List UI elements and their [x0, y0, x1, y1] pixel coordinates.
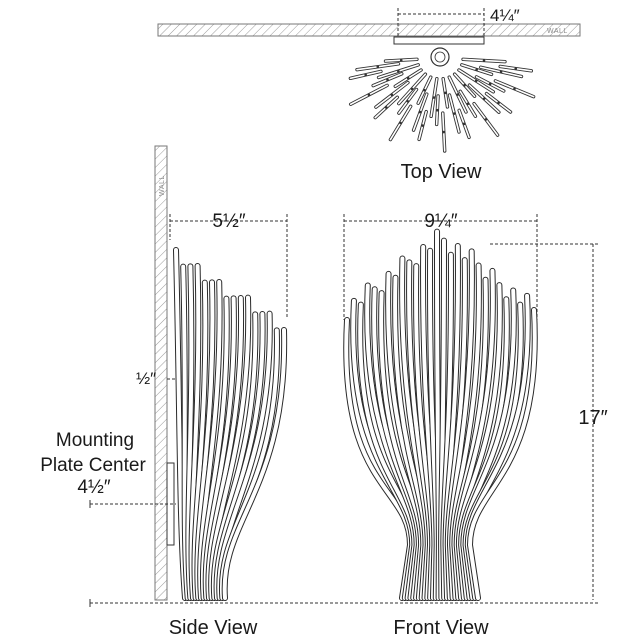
top-rod-joint	[514, 67, 518, 70]
top-rod-joint	[456, 93, 459, 96]
top-wall-label: WALL	[547, 28, 568, 35]
top-rod-joint	[376, 65, 380, 69]
mounting-label-line1: Mounting	[56, 430, 134, 451]
mounting-value: 4½″	[77, 477, 110, 498]
side-view: WALL 5½″ ½″ Mounting Plate Center 4½″ Si…	[40, 145, 288, 639]
top-rod-joint	[513, 87, 516, 91]
top-rod-joint	[436, 108, 439, 112]
top-rod-joint	[390, 93, 394, 97]
top-rod-joint	[463, 83, 466, 87]
top-rod-joint	[397, 69, 400, 73]
top-rod-joint	[432, 96, 436, 99]
top-rod-joint	[462, 122, 466, 126]
top-wall	[157, 23, 581, 37]
top-depth-label: 4¼″	[490, 6, 520, 25]
top-rod-joint	[423, 88, 426, 92]
side-depth-label: 5½″	[212, 211, 245, 232]
top-rod-joint	[484, 118, 488, 121]
top-rod-joint	[482, 97, 486, 100]
front-view-title: Front View	[393, 617, 489, 639]
top-rod-burst	[348, 57, 536, 153]
front-rod-core	[467, 308, 537, 600]
side-rod-bundle	[173, 247, 288, 601]
top-rod-joint	[406, 76, 410, 80]
top-mounting-plate	[393, 36, 485, 45]
top-rod-joint	[421, 124, 424, 127]
front-width-label: 9¼″	[424, 211, 457, 232]
top-rod-joint	[475, 68, 478, 71]
top-rod-joint	[488, 82, 492, 86]
top-rod-joint	[499, 70, 503, 74]
top-view: WALL 4¼″ Top View	[157, 6, 581, 183]
front-view: 9¼″ 17″ Front View	[89, 211, 608, 639]
top-view-title: Top View	[401, 161, 482, 183]
top-rod-joint	[452, 112, 456, 115]
top-rod-joint	[399, 58, 403, 62]
height-label: 17″	[578, 407, 607, 429]
top-rod-joint	[364, 73, 367, 77]
top-rod-joint	[386, 78, 389, 82]
side-view-title: Side View	[169, 617, 258, 639]
front-rod-bundle	[343, 228, 538, 601]
top-rod-joint	[418, 110, 422, 114]
side-rod-core	[222, 328, 287, 600]
top-rod-joint	[497, 101, 500, 105]
top-rod-joint	[367, 93, 371, 97]
top-rod-joint	[482, 59, 486, 62]
side-wall-label: WALL	[159, 175, 166, 196]
top-rod-joint	[384, 106, 388, 109]
top-rod-joint	[406, 99, 409, 103]
half-inch-label: ½″	[136, 369, 156, 388]
top-rod-joint	[410, 87, 414, 91]
top-rod-joint	[474, 79, 478, 83]
top-canopy-inner	[434, 51, 446, 63]
side-wall	[154, 145, 168, 601]
top-rod-joint	[466, 102, 470, 106]
top-rod-joint	[442, 130, 446, 134]
mounting-label-line2: Plate Center	[40, 455, 146, 476]
top-rod-joint	[399, 121, 402, 125]
top-rod-joint	[444, 91, 447, 95]
